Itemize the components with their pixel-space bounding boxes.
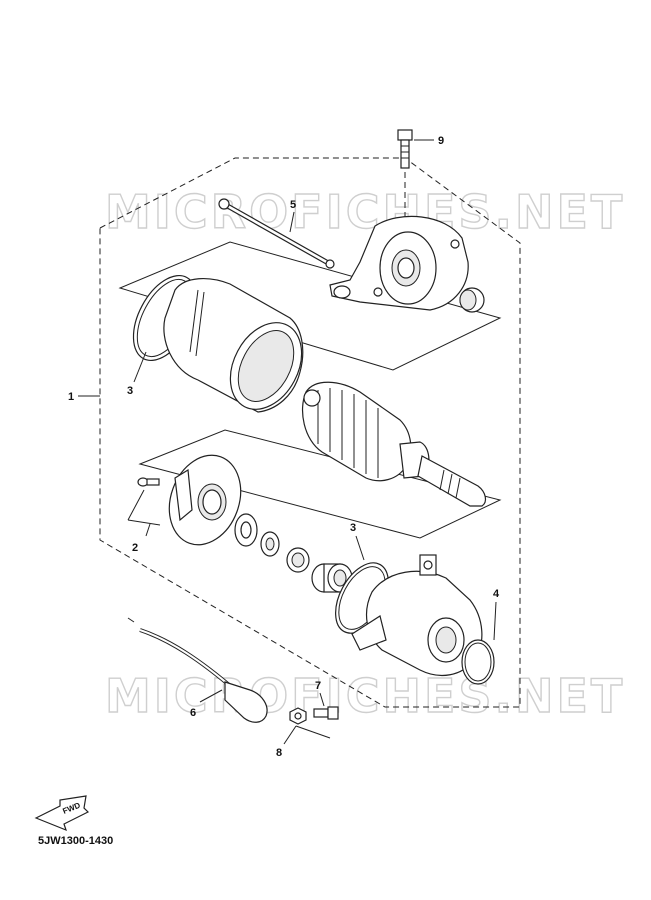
part-screw-2[interactable] bbox=[137, 477, 160, 487]
callout-3-lower[interactable]: 3 bbox=[350, 522, 365, 561]
callout-5[interactable]: 5 bbox=[289, 199, 296, 233]
part-o-ring-4[interactable] bbox=[461, 639, 495, 685]
callout-1[interactable]: 1 bbox=[68, 391, 100, 403]
part-washer-small[interactable] bbox=[260, 531, 280, 557]
part-through-bolt-5[interactable] bbox=[218, 198, 335, 269]
callout-8[interactable]: 8 bbox=[276, 725, 331, 759]
svg-text:5: 5 bbox=[290, 199, 296, 211]
svg-text:3: 3 bbox=[127, 385, 133, 397]
svg-text:7: 7 bbox=[315, 680, 321, 692]
assembly-boundary bbox=[99, 157, 521, 708]
part-armature[interactable] bbox=[301, 381, 487, 507]
callout-2[interactable]: 2 bbox=[127, 489, 161, 554]
part-cable-6[interactable] bbox=[127, 617, 268, 723]
part-front-cover[interactable] bbox=[329, 215, 469, 311]
part-screw-7[interactable] bbox=[313, 706, 339, 720]
svg-text:6: 6 bbox=[190, 707, 196, 719]
part-brush-holder[interactable] bbox=[157, 445, 252, 555]
svg-text:1: 1 bbox=[68, 391, 74, 403]
callout-9[interactable]: 9 bbox=[414, 135, 444, 147]
callout-3-upper[interactable]: 3 bbox=[127, 351, 147, 397]
part-bolt-9[interactable] bbox=[397, 129, 413, 232]
svg-text:9: 9 bbox=[438, 135, 444, 147]
diagram-code: 5JW1300-1430 bbox=[38, 835, 113, 847]
part-rear-cover[interactable] bbox=[351, 554, 483, 677]
svg-text:3: 3 bbox=[350, 522, 356, 534]
watermark-top: MICROFICHES.NET bbox=[105, 185, 625, 239]
plane-middle bbox=[138, 429, 502, 539]
fwd-arrow-icon: FWD bbox=[34, 795, 90, 832]
svg-text:8: 8 bbox=[276, 747, 282, 759]
svg-text:4: 4 bbox=[493, 588, 500, 600]
part-nut-8[interactable] bbox=[289, 707, 307, 725]
callout-6[interactable]: 6 bbox=[190, 689, 223, 719]
part-oil-seal[interactable] bbox=[286, 547, 310, 573]
part-washer-large[interactable] bbox=[234, 513, 258, 547]
svg-text:2: 2 bbox=[132, 542, 138, 554]
watermark-bottom: MICROFICHES.NET bbox=[105, 669, 625, 723]
callout-7[interactable]: 7 bbox=[315, 680, 325, 707]
part-bushing[interactable] bbox=[459, 287, 485, 313]
callout-4[interactable]: 4 bbox=[493, 588, 500, 641]
part-yoke[interactable] bbox=[163, 278, 316, 422]
